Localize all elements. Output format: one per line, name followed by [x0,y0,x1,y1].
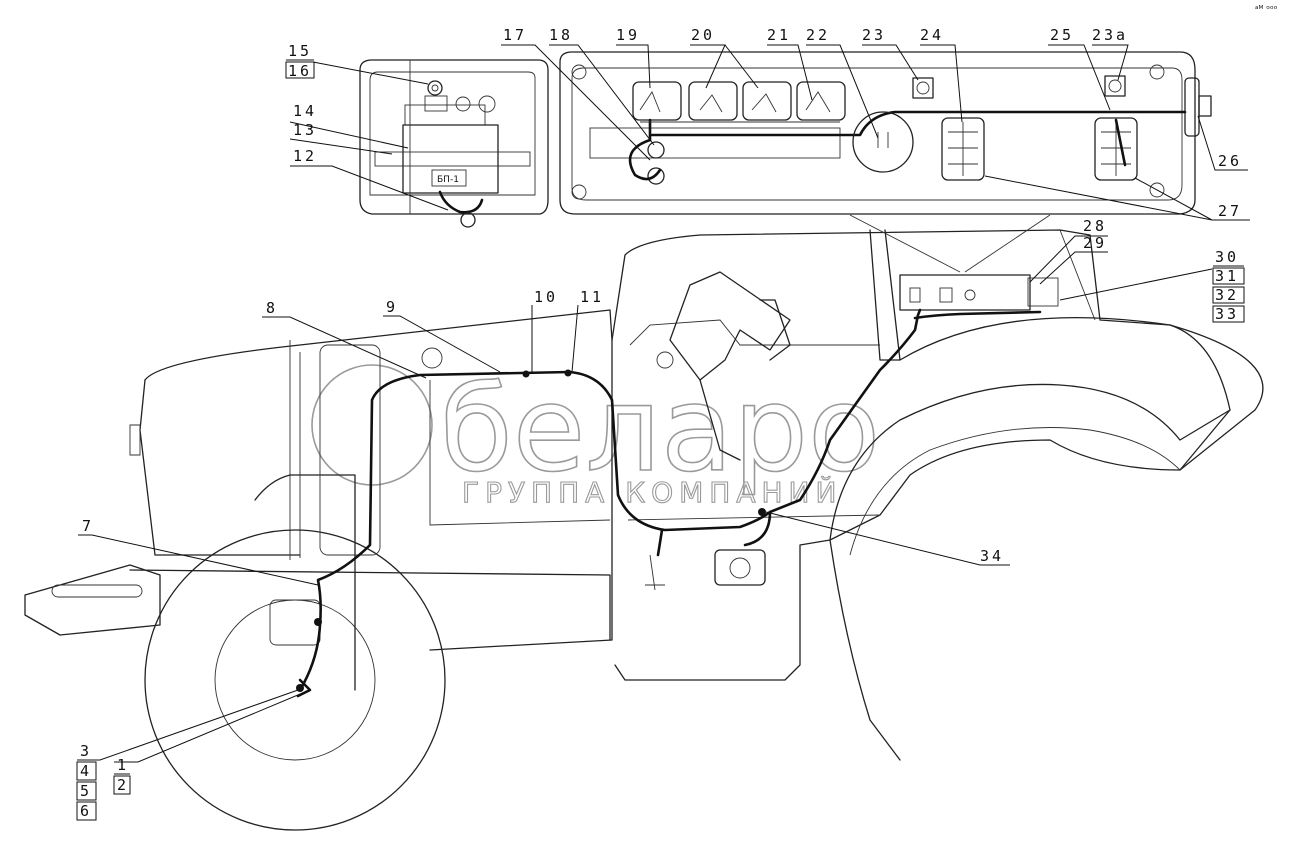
label-25: 25 [1050,26,1074,44]
label-28: 28 [1083,217,1107,235]
label-33: 33 [1215,305,1239,323]
label-13: 13 [293,121,317,139]
label-23a: 23а [1092,26,1128,44]
label-15: 15 [288,42,312,60]
connector-11 [564,369,572,377]
label-27: 27 [1218,202,1242,220]
watermark: белаpо ГРУППА КОМПАНИЙ [311,359,881,510]
connector-7 [314,618,322,626]
label-24: 24 [920,26,944,44]
corner-mark: ᵃᴹ ᵒᵒᵒ [1255,5,1278,15]
label-12: 12 [293,147,317,165]
cab-roof-panel [559,51,1212,215]
instrument-panel-left: БП-1 [359,59,549,228]
wiring-harness [296,308,1042,698]
label-21: 21 [767,26,791,44]
label-30: 30 [1215,248,1239,266]
connector-10 [522,370,530,378]
label-8: 8 [266,299,278,317]
label-9: 9 [386,298,398,316]
part-labels: 15 16 14 13 12 17 18 19 20 21 22 23 24 2… [76,5,1278,821]
label-6: 6 [80,802,92,820]
label-22: 22 [806,26,830,44]
block-label: БП-1 [437,175,459,185]
label-19: 19 [616,26,640,44]
label-2: 2 [117,776,129,794]
label-3: 3 [80,742,92,760]
label-18: 18 [549,26,573,44]
label-5: 5 [80,782,92,800]
label-10: 10 [534,288,558,306]
label-29: 29 [1083,234,1107,252]
label-17: 17 [503,26,527,44]
label-26: 26 [1218,152,1242,170]
label-1: 1 [117,756,129,774]
watermark-brand: белаpо [440,360,880,498]
harness-main [298,308,922,692]
label-32: 32 [1215,286,1239,304]
connector-34 [758,508,766,516]
label-4: 4 [80,762,92,780]
label-11: 11 [580,288,604,306]
label-31: 31 [1215,267,1239,285]
label-14: 14 [293,102,317,120]
label-23: 23 [862,26,886,44]
watermark-subtitle: ГРУППА КОМПАНИЙ [462,475,842,509]
label-20: 20 [691,26,715,44]
label-7: 7 [82,517,94,535]
label-34: 34 [980,547,1004,565]
tractor-outline [24,214,1264,831]
label-16: 16 [288,62,312,80]
